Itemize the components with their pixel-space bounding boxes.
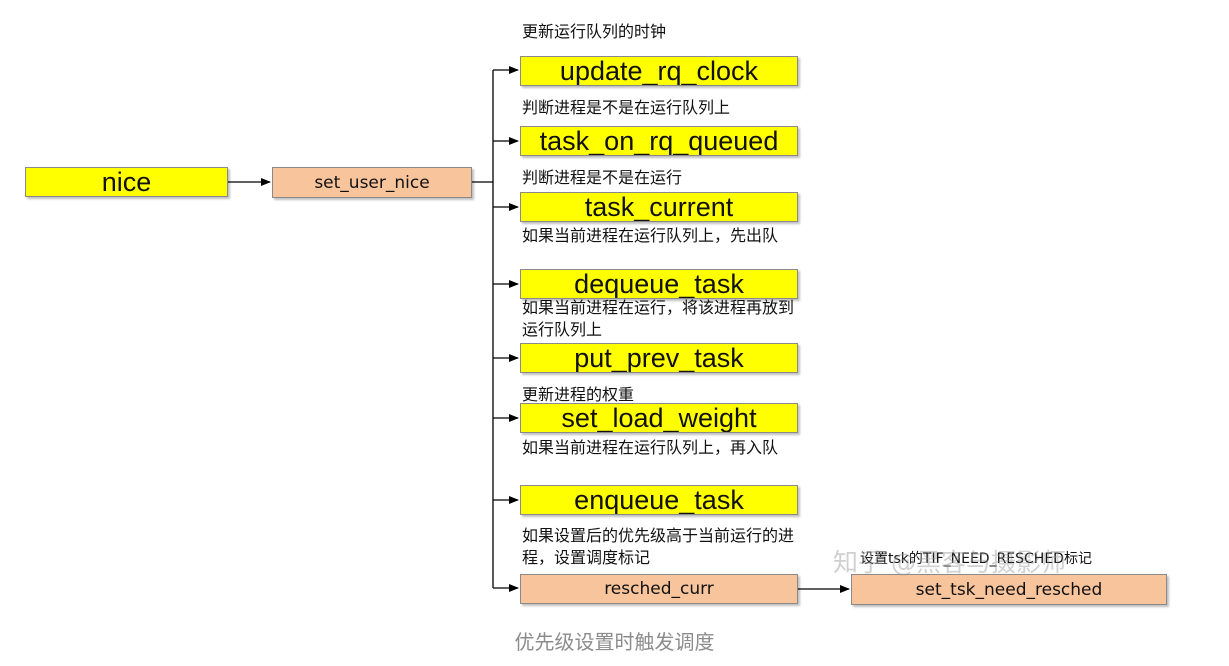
node-set-user-nice: set_user_nice: [272, 167, 472, 198]
node-put-prev-task: put_prev_task: [520, 343, 798, 373]
note-enqueue-task: 如果当前进程在运行队列上，再入队: [522, 438, 779, 457]
note-put-prev-task: 如果当前进程在运行，将该进程再放到运行队列上: [522, 298, 795, 339]
figure-caption: 优先级设置时触发调度: [514, 630, 715, 654]
note-update-rq-clock: 更新运行队列的时钟: [522, 22, 667, 41]
note-task-on-rq-queued: 判断进程是不是在运行队列上: [522, 98, 731, 117]
node-set-load-weight: set_load_weight: [520, 403, 798, 433]
note-set-tsk-need-resched: 设置tsk的TIF_NEED_RESCHED标记: [860, 551, 1092, 567]
node-set-tsk-need-resched: set_tsk_need_resched: [851, 574, 1167, 605]
node-update-rq-clock: update_rq_clock: [520, 56, 798, 86]
node-dequeue-task: dequeue_task: [520, 269, 798, 299]
watermark-text: 知乎 @黑客与摄影师: [833, 548, 1066, 577]
node-resched-curr: resched_curr: [520, 574, 798, 604]
note-dequeue-task: 如果当前进程在运行队列上，先出队: [522, 226, 779, 245]
note-set-load-weight: 更新进程的权重: [522, 385, 635, 404]
node-task-current: task_current: [520, 192, 798, 222]
node-nice: nice: [25, 167, 228, 197]
note-task-current: 判断进程是不是在运行: [522, 168, 683, 187]
note-resched-curr: 如果设置后的优先级高于当前运行的进程，设置调度标记: [522, 526, 795, 567]
node-task-on-rq-queued: task_on_rq_queued: [520, 126, 798, 156]
node-enqueue-task: enqueue_task: [520, 485, 798, 515]
